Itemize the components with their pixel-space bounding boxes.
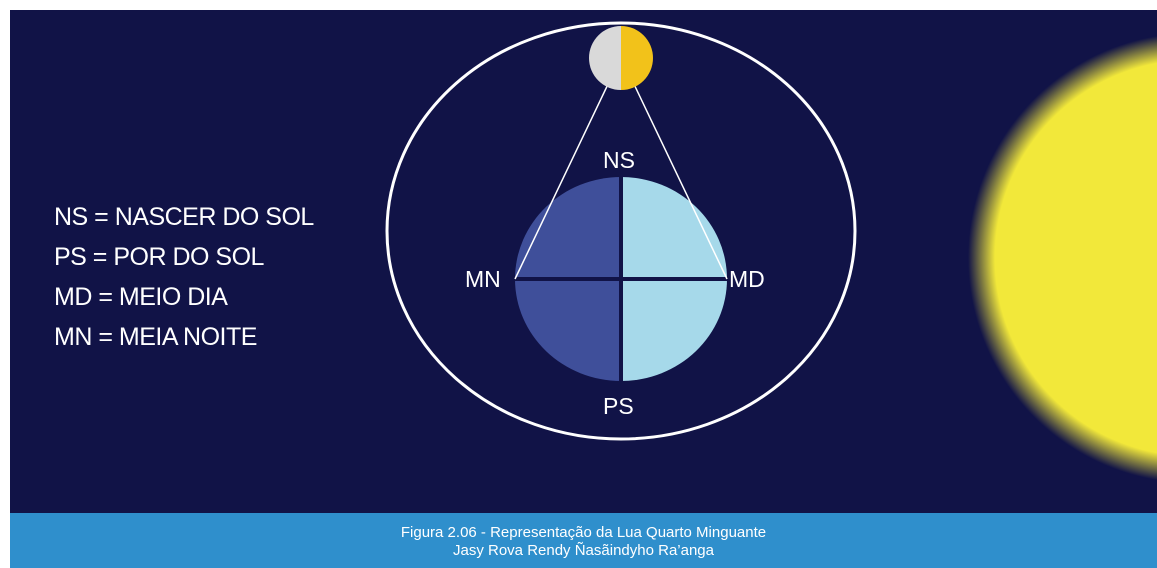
earth-quadrant-top-right	[621, 177, 727, 279]
legend: NS = NASCER DO SOL PS = POR DO SOL MD = …	[54, 197, 314, 357]
moon-dark-half	[589, 26, 621, 90]
legend-item-mn: MN = MEIA NOITE	[54, 323, 257, 351]
sun	[968, 35, 1157, 481]
moon-lit-half	[621, 26, 653, 90]
caption-line-2: Jasy Rova Rendy Ñasãindyho Ra’anga	[453, 542, 714, 559]
moon-phase-scene: NS PS MD MN NS = NASCER DO SOL PS = POR …	[10, 10, 1157, 513]
legend-item-md: MD = MEIO DIA	[54, 283, 228, 311]
label-ns: NS	[603, 147, 635, 173]
moon-phase-diagram	[385, 21, 1157, 481]
label-ps: PS	[603, 393, 634, 419]
earth-quadrant-bottom-left	[515, 279, 621, 381]
legend-item-ps: PS = POR DO SOL	[54, 243, 264, 271]
earth-quadrant-top-left	[515, 177, 621, 279]
figure-frame: NS PS MD MN NS = NASCER DO SOL PS = POR …	[10, 10, 1157, 568]
label-md: MD	[729, 266, 765, 292]
label-mn: MN	[465, 266, 501, 292]
legend-item-ns: NS = NASCER DO SOL	[54, 203, 314, 231]
moon-orbit	[385, 21, 857, 441]
earth-quadrant-bottom-right	[621, 279, 727, 381]
sight-line-right	[620, 56, 728, 280]
sight-line-left	[514, 56, 622, 280]
caption-line-1: Figura 2.06 - Representação da Lua Quart…	[400, 524, 767, 541]
figure-caption: Figura 2.06 - Representação da Lua Quart…	[10, 513, 1157, 568]
